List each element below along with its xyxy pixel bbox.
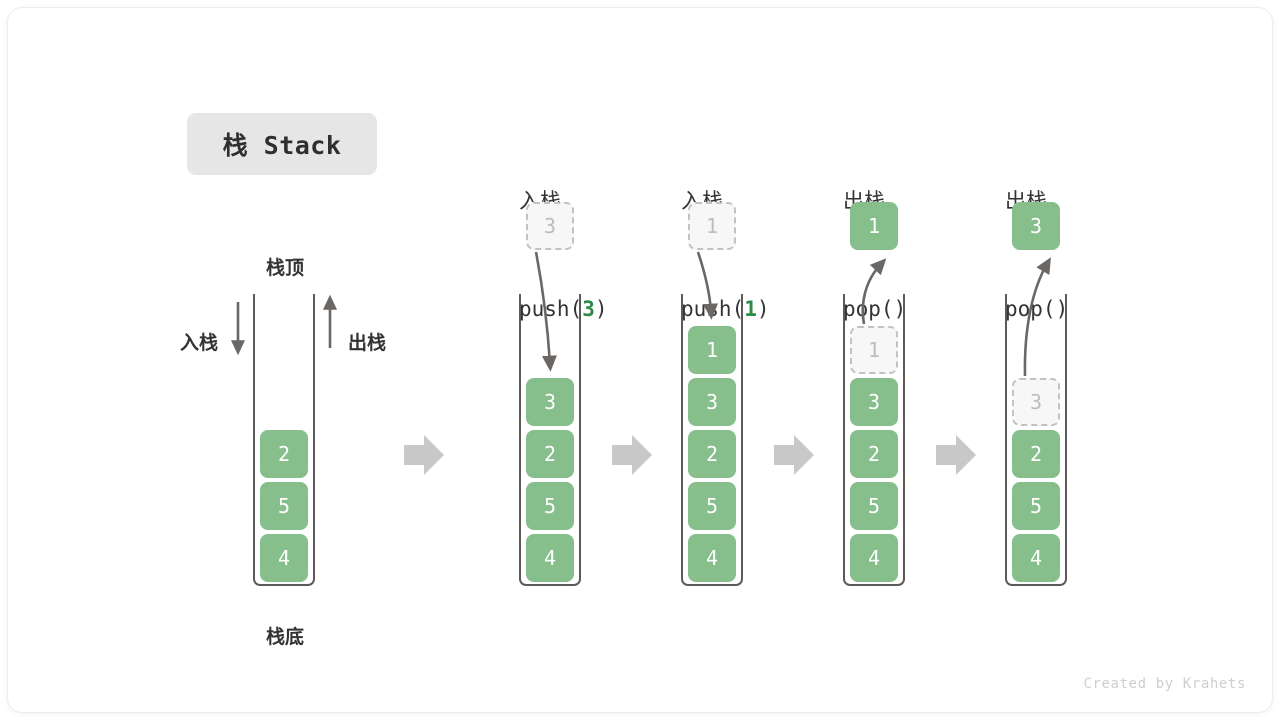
stack-cell: 4 [260, 534, 308, 582]
stack-container-pop-3 [1005, 294, 1067, 586]
credit-text: Created by Krahets [1083, 676, 1246, 692]
stack-cell: 3 [526, 378, 574, 426]
stack-cell: 2 [526, 430, 574, 478]
outgoing-ghost-cell: 3 [1012, 378, 1060, 426]
stack-cell: 2 [850, 430, 898, 478]
diagram-title-pill: 栈 Stack [187, 113, 377, 175]
stack-cell: 2 [260, 430, 308, 478]
flow-arrow-icon [774, 435, 814, 475]
stack-cell: 5 [260, 482, 308, 530]
pop-legend-label: 出栈 [348, 332, 387, 354]
stack-cell: 4 [850, 534, 898, 582]
stack-container-initial [253, 294, 315, 586]
stack-cell: 2 [688, 430, 736, 478]
flow-arrow-icon [404, 435, 444, 475]
page-title: 栈 Stack [222, 131, 342, 160]
stack-bottom-label: 栈底 [266, 626, 305, 648]
step-call-arg: 3 [582, 297, 595, 321]
stack-container-push-1 [681, 294, 743, 586]
stack-container-pop-1 [843, 294, 905, 586]
stack-cell: 2 [1012, 430, 1060, 478]
stack-cell: 4 [526, 534, 574, 582]
stack-top-label: 栈顶 [266, 257, 305, 279]
push-legend-label: 入栈 [180, 332, 219, 354]
stack-cell: 4 [1012, 534, 1060, 582]
stack-cell: 5 [526, 482, 574, 530]
incoming-ghost-cell: 1 [688, 202, 736, 250]
step-call-arg: 1 [744, 297, 757, 321]
stack-cell: 4 [688, 534, 736, 582]
stack-cell: 5 [850, 482, 898, 530]
stack-cell: 3 [688, 378, 736, 426]
popped-value-cell: 3 [1012, 202, 1060, 250]
stack-cell: 1 [688, 326, 736, 374]
flow-arrow-icon [936, 435, 976, 475]
stack-cell: 5 [1012, 482, 1060, 530]
stack-container-push-3 [519, 294, 581, 586]
diagram-canvas: 栈 Stack 栈顶 栈底 入栈 出栈 入栈 push(3) 入栈 push(1… [8, 8, 1272, 712]
popped-value-cell: 1 [850, 202, 898, 250]
outgoing-ghost-cell: 1 [850, 326, 898, 374]
incoming-ghost-cell: 3 [526, 202, 574, 250]
flow-arrow-icon [612, 435, 652, 475]
stack-cell: 3 [850, 378, 898, 426]
stack-cell: 5 [688, 482, 736, 530]
